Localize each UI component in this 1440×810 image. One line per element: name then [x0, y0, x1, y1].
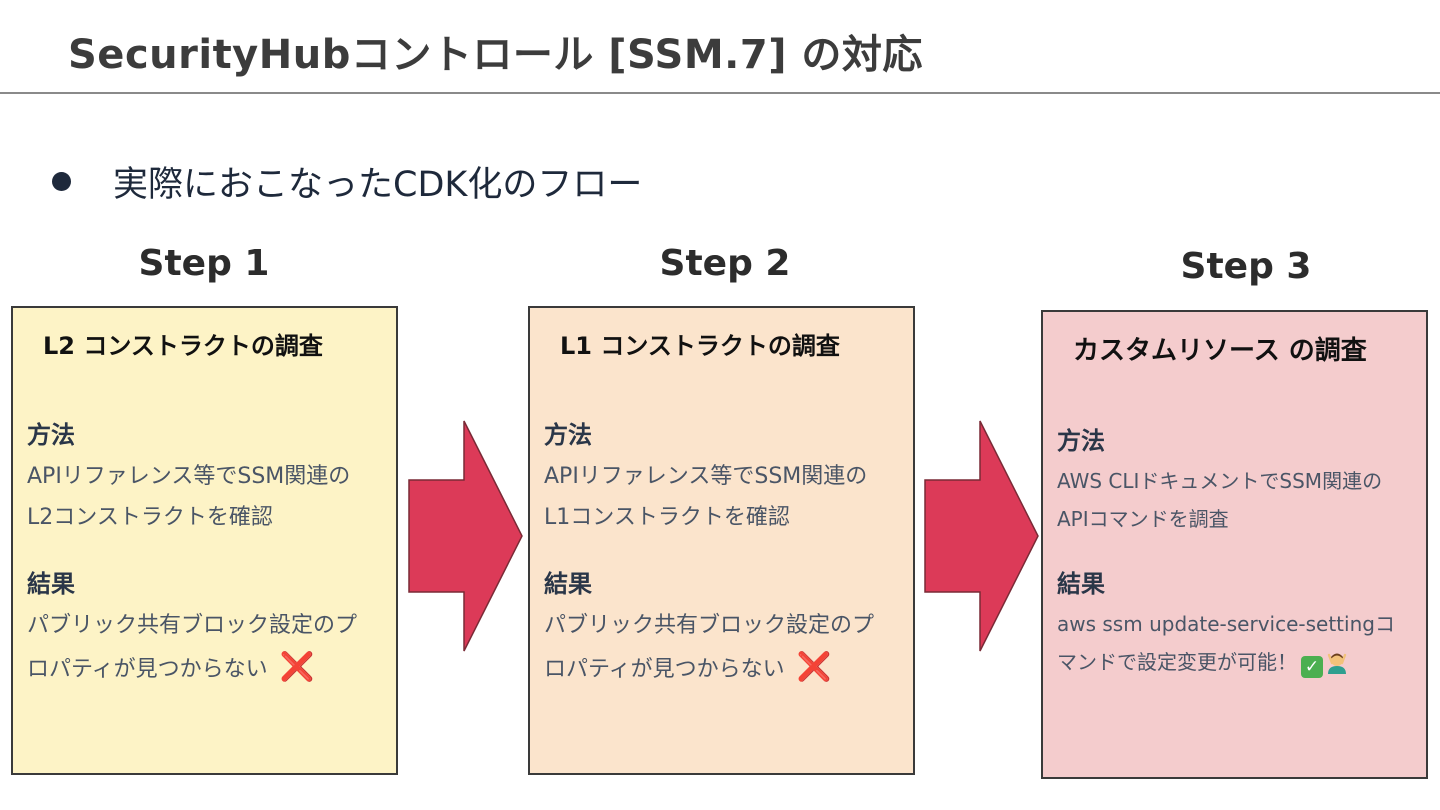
step-3-method-label: 方法: [1057, 427, 1105, 455]
step-1-method-line: APIリファレンス等でSSM関連の: [27, 464, 351, 489]
step-1-result-text: パブリック共有ブロック設定のプ ロパティが見つからない ❌: [27, 605, 382, 690]
cross-mark-icon: ❌: [279, 650, 315, 683]
step-3-result-line: aws ssm update-service-settingコ: [1057, 612, 1395, 636]
step-1-result-line-wrap: ロパティが見つからない ❌: [27, 646, 382, 690]
cross-mark-icon: ❌: [796, 650, 832, 683]
flow-arrow-icon: [924, 420, 1039, 652]
step-2-label: Step 2: [659, 243, 791, 284]
person-gesturing-ok-icon: [1327, 653, 1347, 674]
bullet-dot-icon: [52, 171, 71, 191]
step-1-label: Step 1: [138, 243, 270, 284]
step-1-method-text: APIリファレンス等でSSM関連の L2コンストラクトを確認: [27, 456, 382, 538]
step-3-result-text: aws ssm update-service-settingコ マンドで設定変更…: [1057, 605, 1412, 681]
step-3-heading: カスタムリソース の調査: [1073, 336, 1367, 366]
step-1-result-label: 結果: [27, 570, 75, 598]
step-3-result-line-wrap: マンドで設定変更が可能！✓: [1057, 643, 1412, 681]
step-1-result-line: ロパティが見つからない: [27, 657, 268, 682]
step-3-method-line: AWS CLIドキュメントでSSM関連の: [1057, 469, 1383, 493]
step-3-card: カスタムリソース の調査 方法 AWS CLIドキュメントでSSM関連の API…: [1041, 310, 1428, 779]
bullet-item: 実際におこなったCDK化のフロー: [52, 156, 642, 206]
step-1-result-line: パブリック共有ブロック設定のプ: [27, 613, 358, 638]
step-2-result-line: パブリック共有ブロック設定のプ: [544, 613, 875, 638]
step-2-result-text: パブリック共有ブロック設定のプ ロパティが見つからない ❌: [544, 605, 899, 690]
step-1-method-label: 方法: [27, 421, 75, 449]
step-2-method-text: APIリファレンス等でSSM関連の L1コンストラクトを確認: [544, 456, 899, 538]
step-3-method-line: APIコマンドを調査: [1057, 507, 1229, 531]
step-2-method-line: L1コンストラクトを確認: [544, 505, 790, 530]
step-2-method-line: APIリファレンス等でSSM関連の: [544, 464, 868, 489]
slide-title: SecurityHubコントロール [SSM.7] の対応: [68, 32, 923, 78]
step-3-method-text: AWS CLIドキュメントでSSM関連の APIコマンドを調査: [1057, 462, 1412, 538]
title-divider: [0, 92, 1440, 94]
step-2-method-label: 方法: [544, 421, 592, 449]
step-3-result-line: マンドで設定変更が可能！: [1057, 650, 1297, 674]
step-2-result-label: 結果: [544, 570, 592, 598]
step-1-card: L2 コンストラクトの調査 方法 APIリファレンス等でSSM関連の L2コンス…: [11, 306, 398, 775]
step-3-result-label: 結果: [1057, 570, 1105, 598]
step-1-heading: L2 コンストラクトの調査: [43, 332, 323, 360]
flow-arrow-icon: [408, 420, 523, 652]
step-2-card: L1 コンストラクトの調査 方法 APIリファレンス等でSSM関連の L1コンス…: [528, 306, 915, 775]
step-1-method-line: L2コンストラクトを確認: [27, 505, 273, 530]
step-2-heading: L1 コンストラクトの調査: [560, 332, 840, 360]
check-mark-icon: ✓: [1301, 656, 1323, 678]
step-3-label: Step 3: [1180, 246, 1312, 287]
step-2-result-line-wrap: ロパティが見つからない ❌: [544, 646, 899, 690]
step-2-result-line: ロパティが見つからない: [544, 657, 785, 682]
bullet-text: 実際におこなったCDK化のフロー: [113, 164, 643, 205]
